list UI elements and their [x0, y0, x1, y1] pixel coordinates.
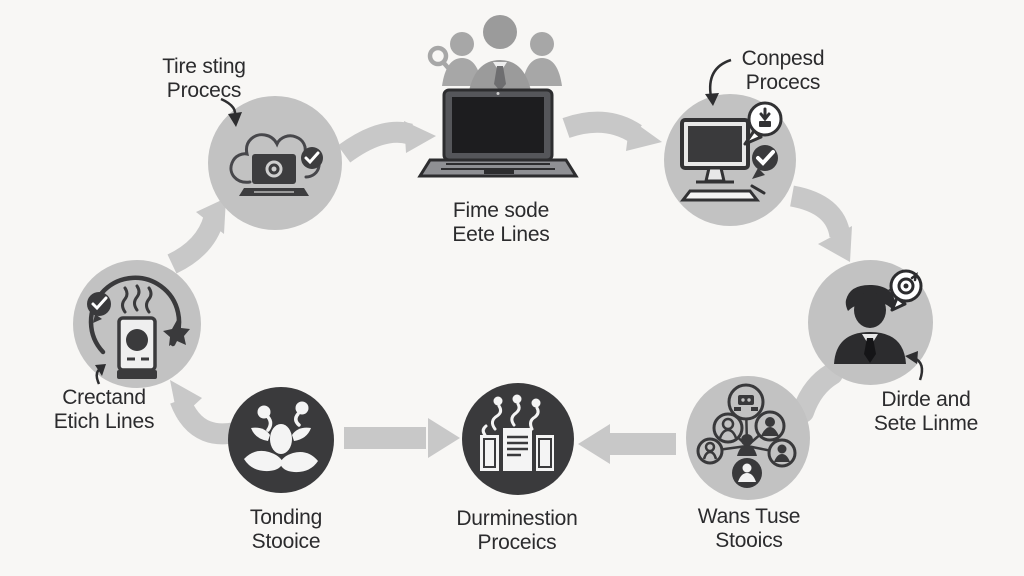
label-creation-line1: Crectand [62, 386, 146, 409]
label-composed: Conpesd Procecs [698, 47, 868, 95]
node-composed [664, 94, 796, 226]
label-dissemination-line1: Durminestion [456, 507, 578, 530]
monitor-download-check-icon [679, 101, 783, 202]
label-users-line1: Wans Tuse [697, 505, 801, 528]
label-source: Fime sode Eete Lines [416, 199, 586, 247]
label-review-line2: Sete Linme [873, 411, 979, 435]
label-source-line2: Eete Lines [452, 222, 550, 246]
label-composed-line1: Conpesd [741, 47, 825, 70]
device-sync-check-icon [87, 275, 190, 379]
label-funding: Tonding Stooice [201, 506, 371, 554]
label-source-line1: Fime sode [452, 199, 550, 222]
label-users: Wans Tuse Stooics [664, 505, 834, 553]
node-users [686, 376, 810, 500]
label-testing-line1: Tire sting [162, 55, 246, 78]
label-funding-line2: Stooice [251, 529, 321, 553]
label-testing: Tire sting Procecs [119, 55, 289, 103]
businessman-speech-icon [834, 269, 923, 364]
label-composed-line2: Procecs [745, 70, 821, 94]
people-network-icon [696, 383, 797, 488]
label-users-line2: Stooics [715, 528, 783, 552]
label-funding-line1: Tonding [249, 506, 323, 529]
label-testing-line2: Procecs [166, 78, 242, 102]
node-creation [73, 260, 201, 388]
node-source [416, 4, 580, 198]
arrow-source-to-composed [562, 111, 662, 151]
label-review-line1: Dirde and [881, 388, 971, 411]
label-creation-line2: Etich Lines [53, 409, 155, 433]
hands-growth-icon [244, 401, 318, 473]
arrow-funding-to-dissemination [344, 418, 460, 458]
label-dissemination: Durminestion Proceics [432, 507, 602, 555]
label-creation: Crectand Etich Lines [19, 386, 189, 434]
podium-documents-icon [480, 394, 554, 471]
cloud-laptop-check-icon [229, 133, 323, 196]
node-review [808, 260, 933, 385]
arrow-users-to-dissemination [578, 424, 676, 464]
label-review: Dirde and Sete Linme [841, 388, 1011, 436]
node-funding [228, 387, 334, 493]
node-dissemination [462, 383, 574, 495]
label-dissemination-line2: Proceics [477, 530, 557, 554]
node-testing [208, 96, 342, 230]
team-laptop-icon [417, 15, 579, 178]
arrow-composed-to-review [789, 185, 852, 262]
